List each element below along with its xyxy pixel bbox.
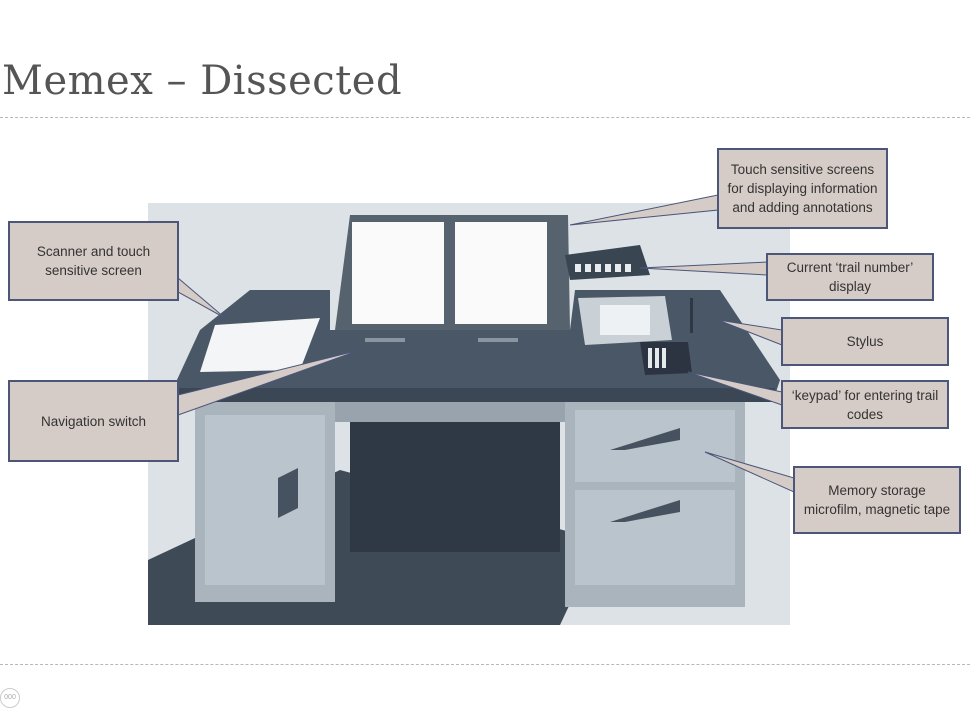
- top-divider: [0, 117, 970, 118]
- page-number-indicator: 000: [0, 688, 20, 708]
- callout-memory: Memory storage microfilm, magnetic tape: [793, 466, 961, 534]
- callout-screens: Touch sensitive screens for displaying i…: [717, 148, 888, 229]
- stylus: [690, 298, 693, 333]
- drawer-top: [575, 410, 735, 482]
- right-screen: [455, 222, 547, 324]
- callout-navigation: Navigation switch: [8, 380, 179, 462]
- callout-keypad: ‘keypad’ for entering trail codes: [781, 380, 949, 429]
- slide-title: Memex – Dissected: [2, 58, 403, 104]
- drawer-bottom: [575, 490, 735, 585]
- left-screen: [352, 222, 444, 324]
- bottom-divider: [0, 664, 970, 665]
- callout-stylus: Stylus: [781, 317, 949, 366]
- scanner-screen: [200, 318, 320, 372]
- callout-scanner: Scanner and touch sensitive screen: [8, 221, 179, 301]
- door-handle: [278, 468, 298, 518]
- callout-trail-number: Current ‘trail number’ display: [766, 253, 934, 301]
